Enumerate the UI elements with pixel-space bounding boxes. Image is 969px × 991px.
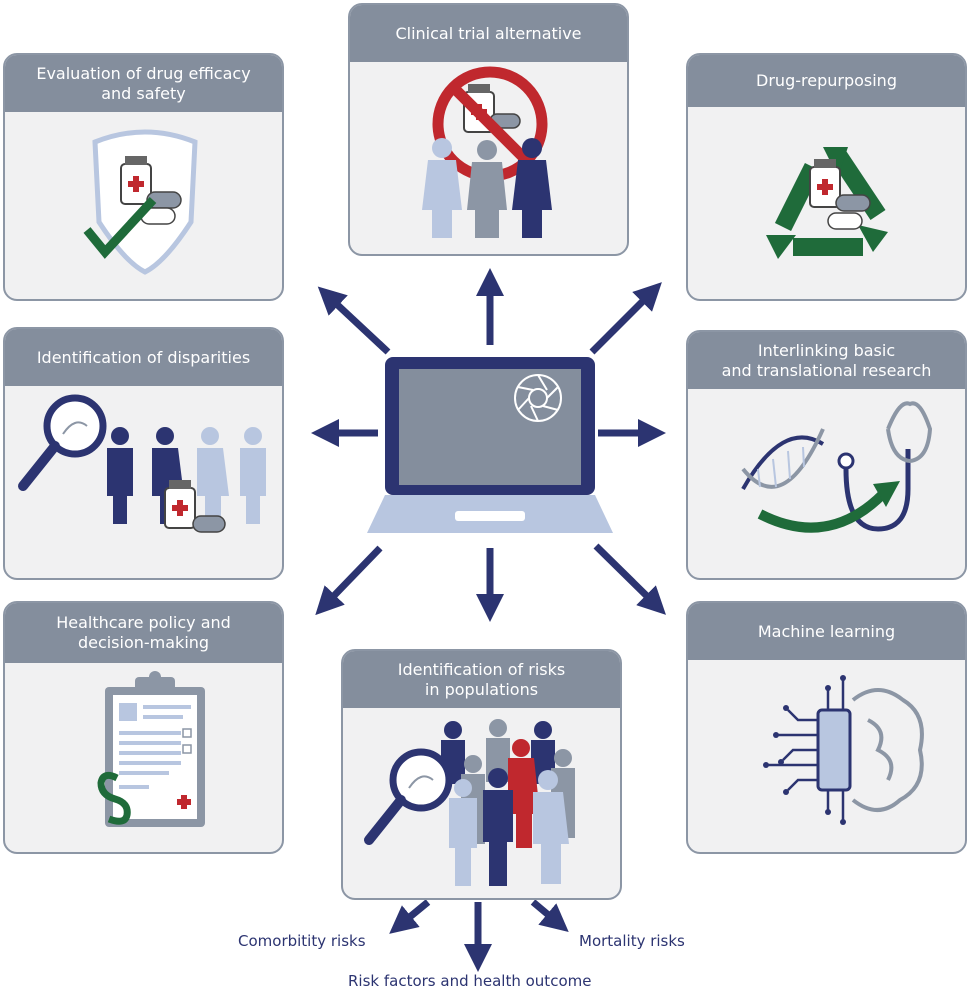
no-sign-icon [350,62,627,254]
panel-machine-learning: Machine learning [686,601,967,854]
panel-disparities: Identification of disparities [3,327,284,580]
caption-mortality-risks: Mortality risks [579,932,685,950]
caption-risk-factors: Risk factors and health outcome [348,972,592,990]
panel-interlinking: Interlinking basic and translational res… [686,330,967,580]
brain-circuit-icon [688,660,965,852]
people-icon [107,427,266,524]
panel-healthcare-policy: Healthcare policy and decision-making [3,601,284,854]
arrow-down-right [593,543,666,615]
panel-title: Healthcare policy and decision-making [5,603,282,663]
panel-title: Machine learning [688,603,965,660]
laptop-icon [365,355,615,535]
panel-title: Clinical trial alternative [350,5,627,62]
panel-risks: Identification of risks in populations [341,649,622,900]
panel-title: Evaluation of drug efficacy and safety [5,55,282,112]
clipboard-icon [5,663,282,852]
arrow-down-left [315,545,383,616]
caption-comorbidity-risks: Comorbitity risks [238,932,366,950]
people-icon [422,138,552,238]
panel-title: Identification of disparities [5,329,282,386]
magnifier-dna-icon [5,386,282,578]
arrow-comorbidity [389,899,431,934]
arrow-mortality [530,899,569,933]
panel-title: Interlinking basic and translational res… [688,332,965,389]
aperture-icon [514,374,562,422]
recycle-icon [688,107,965,299]
panel-title: Drug-repurposing [688,55,965,107]
panel-drug-repurposing: Drug-repurposing [686,53,967,301]
panel-clinical-trial: Clinical trial alternative [348,3,629,256]
arrow-up-left [317,286,391,355]
arrow-up-right [589,282,662,355]
panel-title: Identification of risks in populations [343,651,620,708]
people-icon [343,708,620,898]
panel-drug-efficacy: Evaluation of drug efficacy and safety [3,53,284,301]
shield-check-icon [5,112,282,299]
dna-stethoscope-icon [688,389,965,578]
